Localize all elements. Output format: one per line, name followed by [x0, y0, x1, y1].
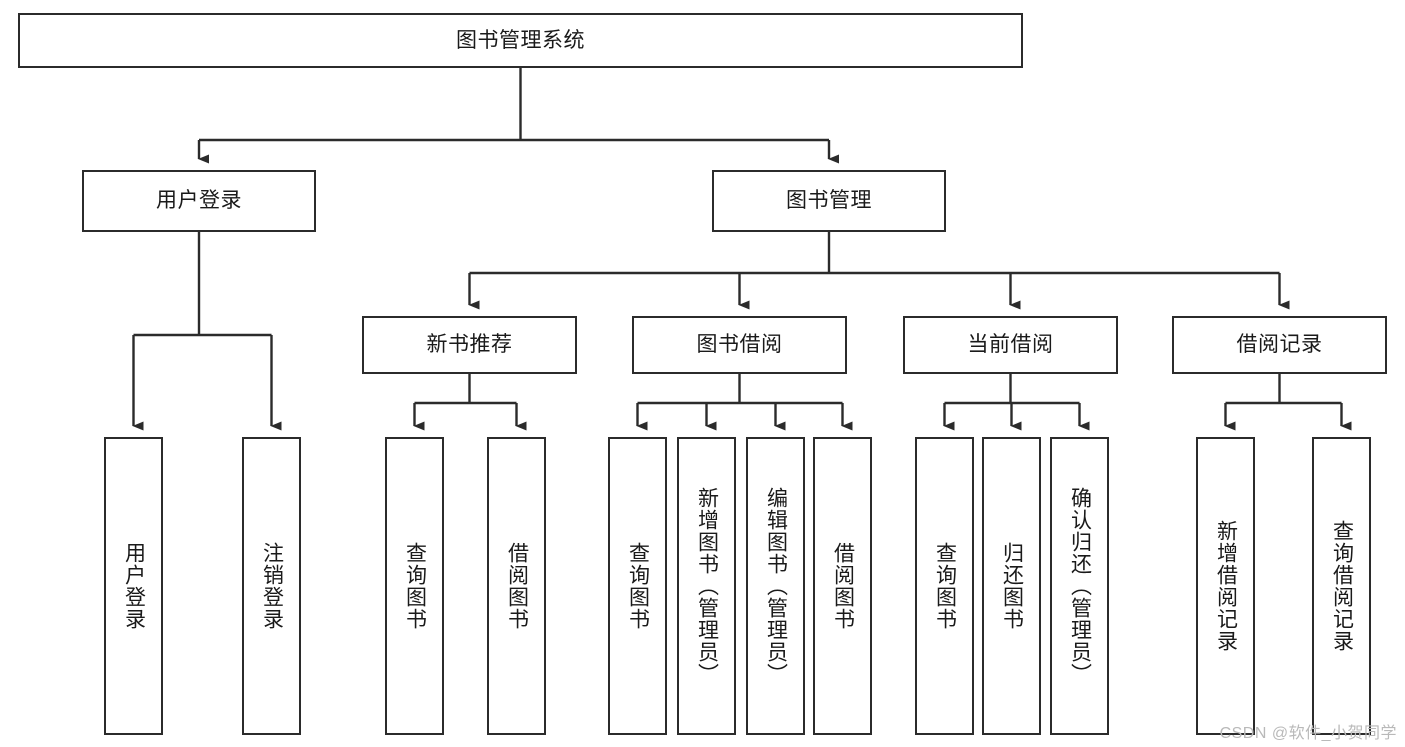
node-book-borrow[interactable]: 图书借阅 — [632, 316, 847, 374]
node-label-leaf-bb-borrow: 借阅图书 — [831, 542, 855, 630]
node-label-leaf-cb-query: 查询图书 — [933, 542, 957, 630]
node-label-leaf-cb-return: 归还图书 — [1000, 542, 1024, 630]
node-leaf-bb-edit[interactable]: 编辑图书（管理员） — [746, 437, 805, 735]
node-label-leaf-user-login: 用户登录 — [122, 542, 146, 630]
node-root[interactable]: 图书管理系统 — [18, 13, 1023, 68]
node-leaf-logout[interactable]: 注销登录 — [242, 437, 301, 735]
node-leaf-br-query[interactable]: 查询借阅记录 — [1312, 437, 1371, 735]
node-leaf-cb-return[interactable]: 归还图书 — [982, 437, 1041, 735]
node-label-leaf-rec-borrow: 借阅图书 — [505, 542, 529, 630]
node-label-borrow-record: 借阅记录 — [1236, 333, 1323, 357]
node-leaf-cb-query[interactable]: 查询图书 — [915, 437, 974, 735]
node-leaf-cb-confirm[interactable]: 确认归还（管理员） — [1050, 437, 1109, 735]
node-leaf-bb-add[interactable]: 新增图书（管理员） — [677, 437, 736, 735]
node-label-leaf-br-add: 新增借阅记录 — [1214, 520, 1238, 652]
node-leaf-br-add[interactable]: 新增借阅记录 — [1196, 437, 1255, 735]
node-label-leaf-bb-edit: 编辑图书（管理员） — [764, 487, 788, 685]
node-label-book-manage: 图书管理 — [786, 189, 872, 213]
node-leaf-bb-borrow[interactable]: 借阅图书 — [813, 437, 872, 735]
node-label-new-book-rec: 新书推荐 — [426, 333, 513, 357]
node-label-current-borrow: 当前借阅 — [967, 333, 1054, 357]
node-leaf-rec-query[interactable]: 查询图书 — [385, 437, 444, 735]
node-label-leaf-br-query: 查询借阅记录 — [1330, 520, 1354, 652]
node-label-leaf-cb-confirm: 确认归还（管理员） — [1068, 487, 1092, 685]
node-book-manage[interactable]: 图书管理 — [712, 170, 946, 232]
watermark-text: CSDN @软件_小贺同学 — [1219, 725, 1397, 742]
node-label-leaf-bb-query: 查询图书 — [626, 542, 650, 630]
node-label-root: 图书管理系统 — [456, 28, 585, 52]
node-label-leaf-bb-add: 新增图书（管理员） — [695, 487, 719, 685]
node-label-user-login: 用户登录 — [156, 189, 242, 213]
node-label-book-borrow: 图书借阅 — [696, 333, 783, 357]
node-leaf-user-login[interactable]: 用户登录 — [104, 437, 163, 735]
node-label-leaf-logout: 注销登录 — [260, 542, 284, 630]
node-leaf-rec-borrow[interactable]: 借阅图书 — [487, 437, 546, 735]
node-new-book-rec[interactable]: 新书推荐 — [362, 316, 577, 374]
node-current-borrow[interactable]: 当前借阅 — [903, 316, 1118, 374]
node-leaf-bb-query[interactable]: 查询图书 — [608, 437, 667, 735]
node-label-leaf-rec-query: 查询图书 — [403, 542, 427, 630]
node-user-login[interactable]: 用户登录 — [82, 170, 316, 232]
node-borrow-record[interactable]: 借阅记录 — [1172, 316, 1387, 374]
